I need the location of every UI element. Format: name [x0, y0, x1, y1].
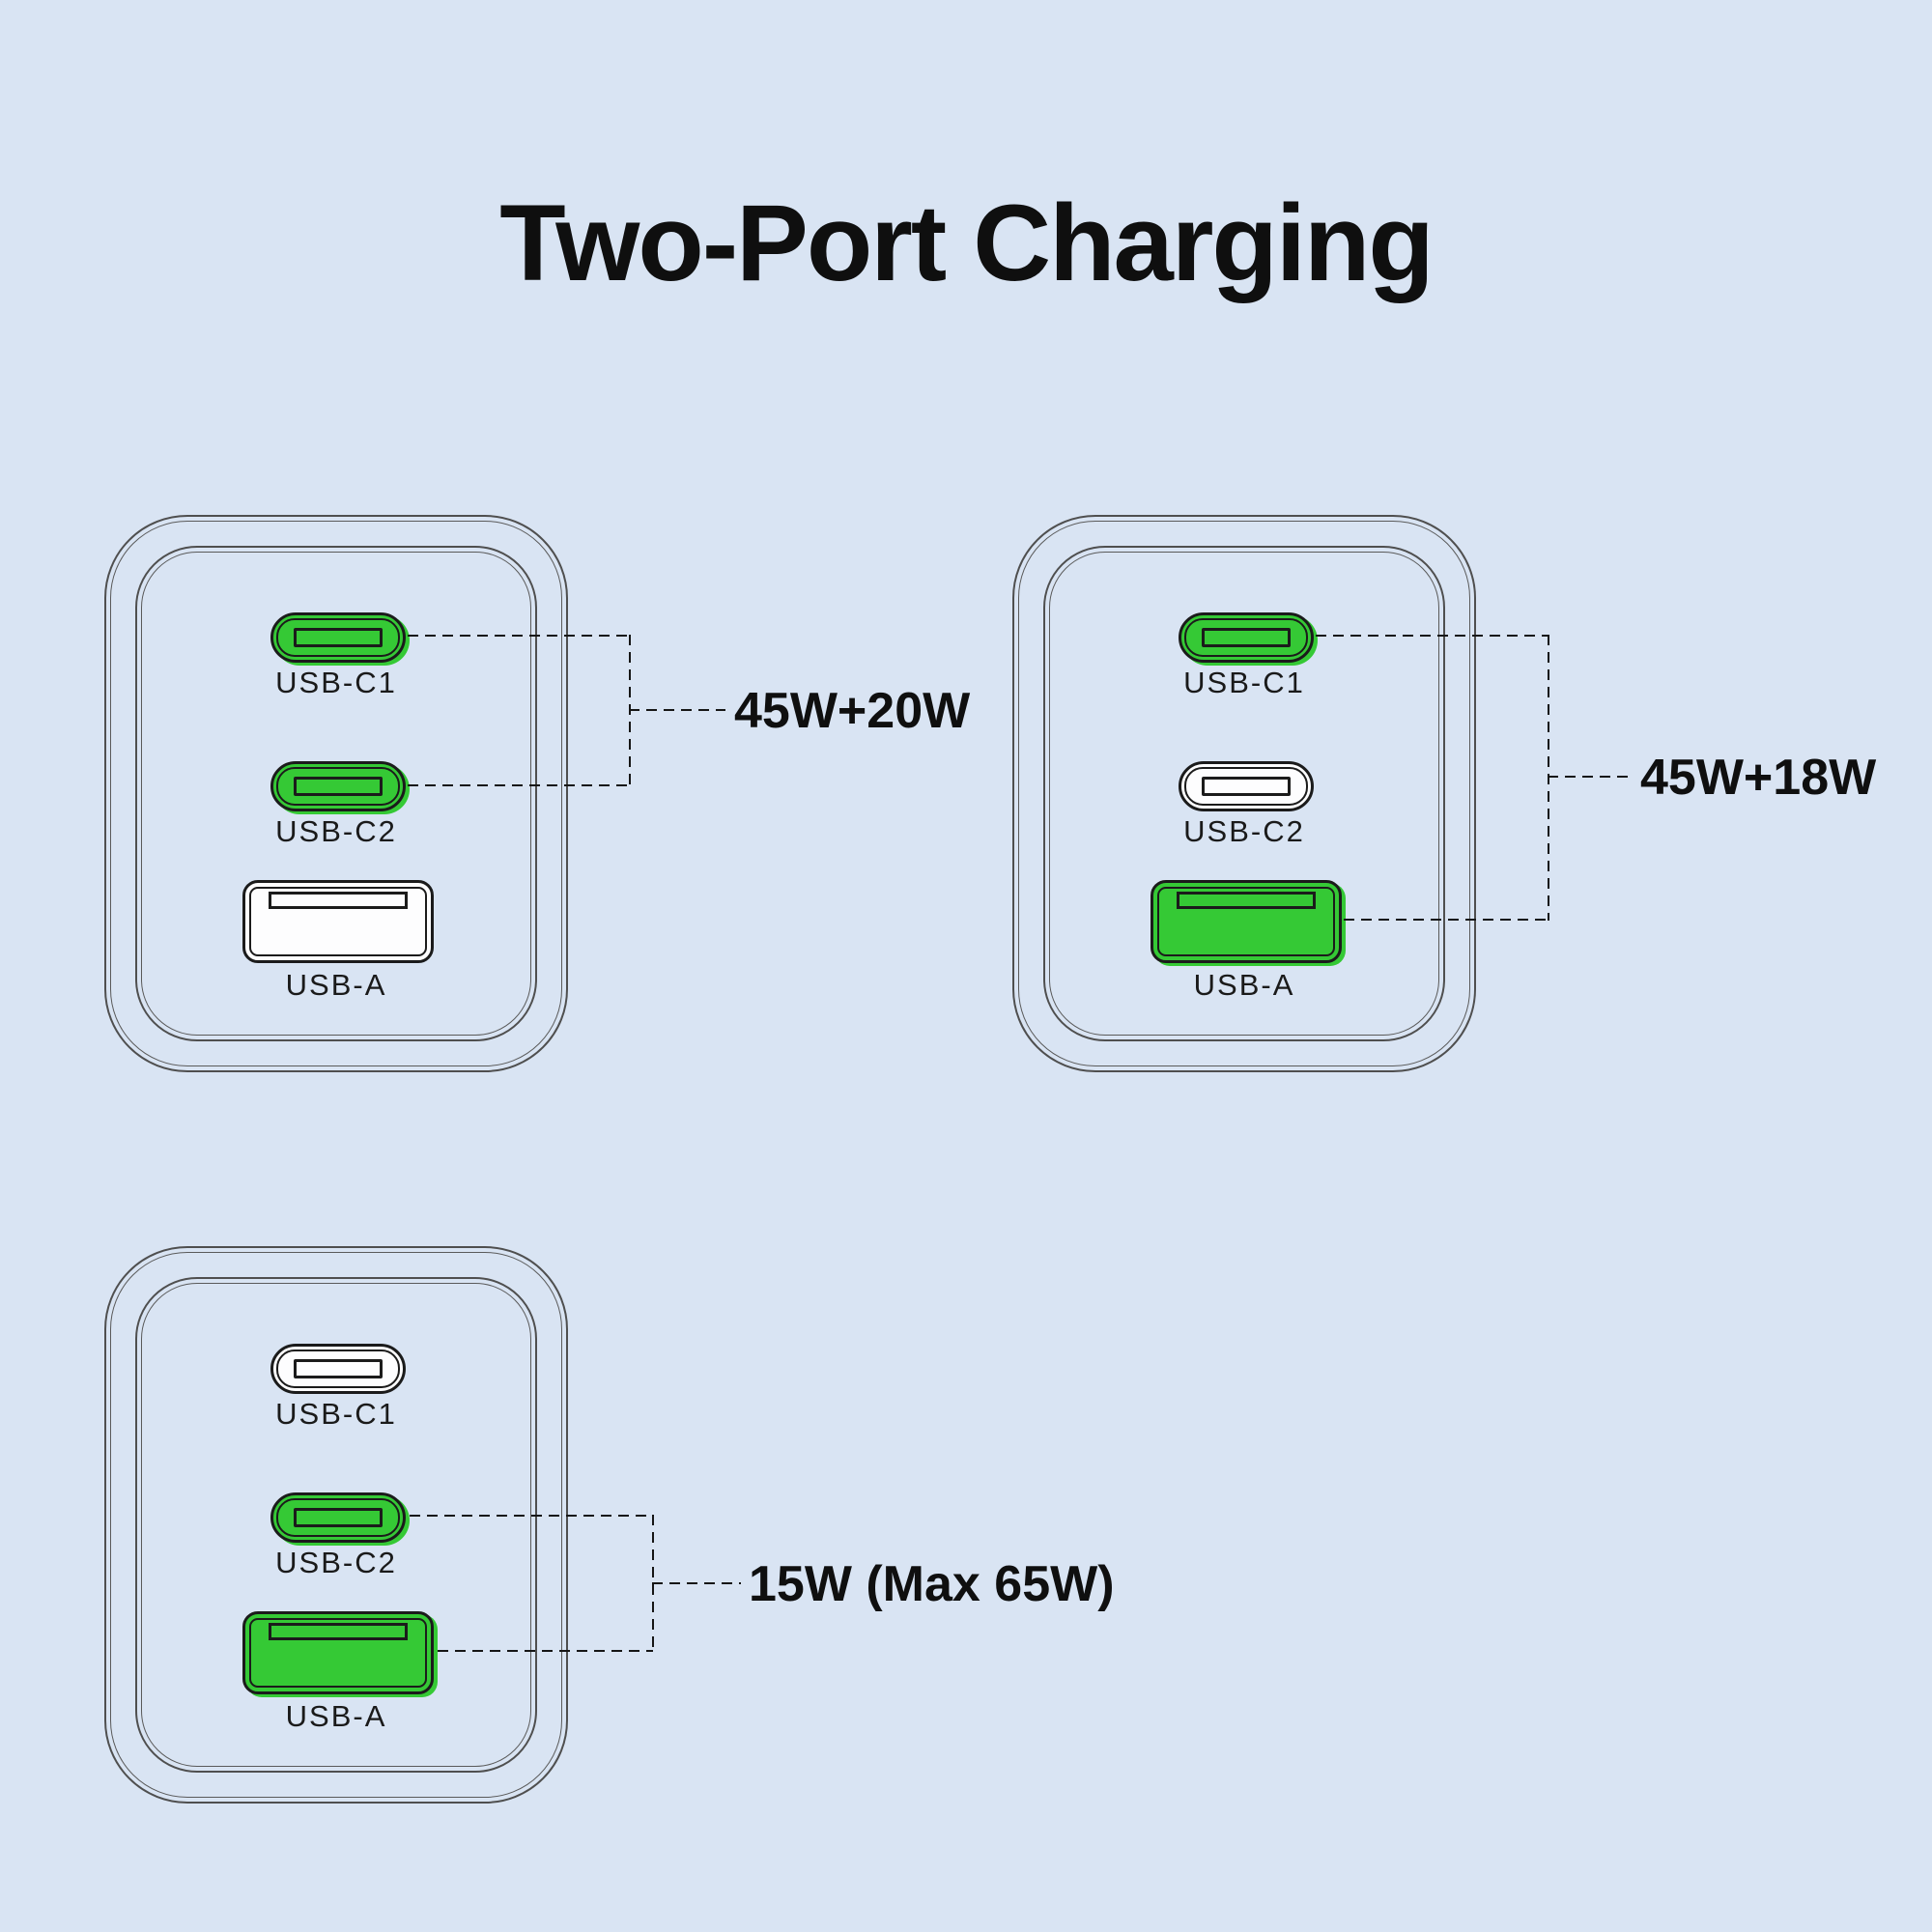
callout-line — [652, 1582, 741, 1584]
charger-top-left: USB-C1 USB-C2 USB-A — [104, 515, 568, 1072]
usb-c1-port — [270, 612, 406, 663]
callout-line — [1548, 635, 1549, 921]
charger-top-right: USB-C1 USB-C2 USB-A — [1012, 515, 1476, 1072]
wattage-label: 15W (Max 65W) — [749, 1556, 1115, 1612]
callout-line — [408, 784, 630, 786]
port-label: USB-C2 — [275, 1546, 397, 1579]
usb-c1-port — [270, 1344, 406, 1394]
charger-face — [1043, 546, 1445, 1041]
usb-a-port — [242, 880, 434, 963]
charger-bottom-left: USB-C1 USB-C2 USB-A — [104, 1246, 568, 1804]
port-label: USB-A — [285, 968, 387, 1002]
usb-a-slot — [1177, 892, 1316, 909]
callout-line — [410, 1515, 653, 1517]
usb-c-slot — [294, 1359, 383, 1378]
callout-line — [408, 635, 630, 637]
usb-c-slot — [1202, 777, 1291, 796]
usb-c2-port — [270, 761, 406, 811]
port-label: USB-C2 — [275, 814, 397, 848]
wattage-label: 45W+18W — [1640, 750, 1877, 806]
charger-face — [135, 546, 537, 1041]
charger-face — [135, 1277, 537, 1773]
usb-a-slot — [269, 892, 408, 909]
usb-c2-port — [270, 1492, 406, 1543]
callout-line — [1316, 635, 1548, 637]
port-label: USB-A — [1193, 968, 1295, 1002]
callout-line — [1344, 919, 1548, 921]
port-label: USB-A — [285, 1699, 387, 1733]
wattage-label: 45W+20W — [734, 683, 971, 739]
usb-a-slot — [269, 1623, 408, 1640]
callout-line — [629, 709, 725, 711]
usb-a-port — [1151, 880, 1342, 963]
callout-line — [1548, 776, 1633, 778]
usb-a-port — [242, 1611, 434, 1694]
callout-line — [438, 1650, 653, 1652]
page-title: Two-Port Charging — [499, 183, 1435, 303]
usb-c-slot — [294, 628, 383, 647]
port-label: USB-C1 — [275, 666, 397, 699]
port-label: USB-C2 — [1183, 814, 1305, 848]
usb-c1-port — [1179, 612, 1314, 663]
port-label: USB-C1 — [1183, 666, 1305, 699]
usb-c-slot — [294, 1508, 383, 1527]
usb-c-slot — [294, 777, 383, 796]
usb-c2-port — [1179, 761, 1314, 811]
port-label: USB-C1 — [275, 1397, 397, 1431]
usb-c-slot — [1202, 628, 1291, 647]
